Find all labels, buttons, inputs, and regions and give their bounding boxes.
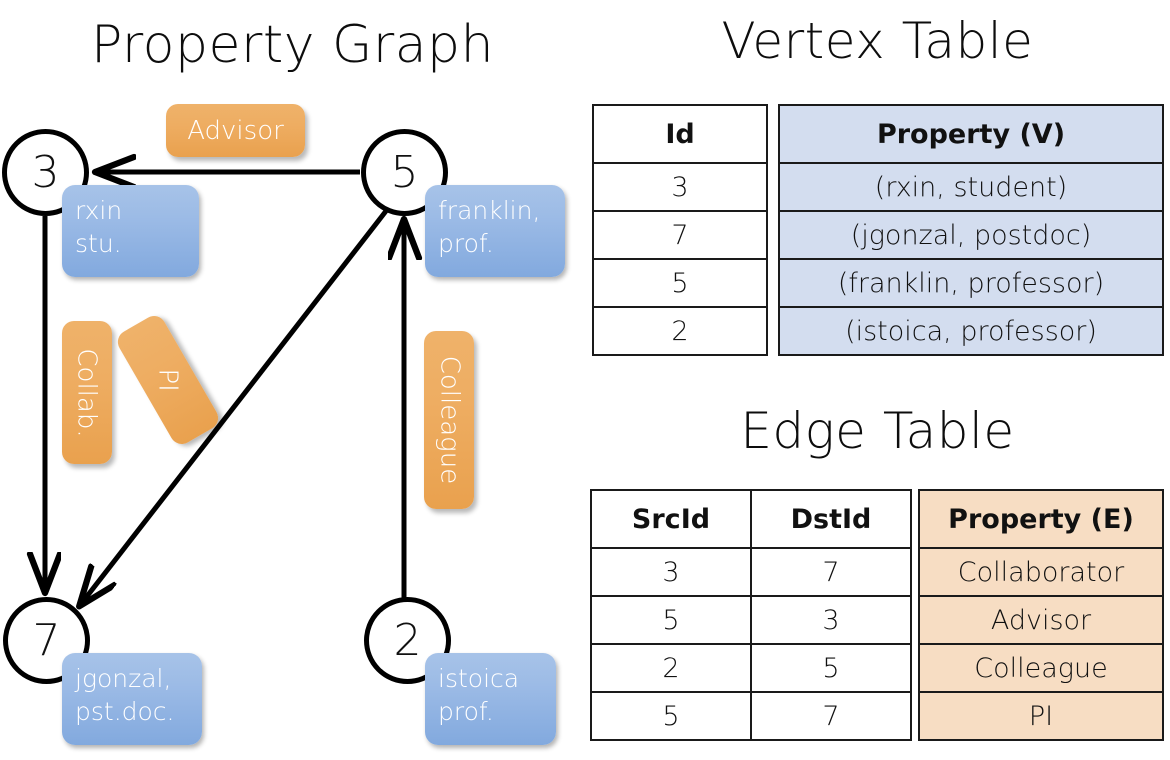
node-property-line-1: rxin — [75, 196, 123, 225]
table-row[interactable]: 2 — [592, 306, 768, 356]
node-property-line-1: franklin, — [438, 196, 541, 225]
edge-cell-dstid: 7 — [750, 691, 912, 741]
edge-cell-property: Collaborator — [918, 547, 1164, 597]
vertex-header-property: Property (V) — [778, 104, 1164, 164]
node-property-line-1: istoica — [438, 664, 520, 693]
node-property-line-2: prof. — [438, 697, 494, 726]
vertex-table-id-column: Id 3 7 5 2 — [592, 104, 768, 356]
node-property-box-5[interactable]: franklin, prof. — [425, 185, 565, 277]
table-row[interactable]: (franklin, professor) — [778, 258, 1164, 308]
table-row[interactable]: PI — [918, 691, 1164, 741]
edge-cell-srcid: 5 — [590, 691, 752, 741]
edge-header-srcid: SrcId — [590, 489, 752, 549]
vertex-cell-id: 2 — [592, 306, 768, 356]
edge-label-advisor[interactable]: Advisor — [166, 104, 305, 157]
graph-node-5[interactable]: 5 — [361, 129, 448, 216]
vertex-cell-property: (rxin, student) — [778, 162, 1164, 212]
edge-label-collab[interactable]: Collab. — [62, 321, 112, 464]
edge-label-text: Advisor — [187, 115, 284, 146]
edge-label-text: Collab. — [72, 347, 102, 438]
vertex-cell-id: 7 — [592, 210, 768, 260]
edge-cell-property: Colleague — [918, 643, 1164, 693]
edge-label-colleague[interactable]: Colleague — [424, 331, 474, 509]
table-row[interactable]: (istoica, professor) — [778, 306, 1164, 356]
graph-node-2[interactable]: 2 — [364, 597, 451, 684]
vertex-cell-id: 3 — [592, 162, 768, 212]
table-header-row: SrcId DstId — [590, 489, 912, 549]
table-row[interactable]: 3 7 — [590, 547, 912, 597]
graph-edges-svg — [0, 0, 585, 760]
edge-table-property-column: Property (E) Collaborator Advisor Collea… — [918, 489, 1164, 741]
edge-cell-dstid: 7 — [750, 547, 912, 597]
vertex-cell-id: 5 — [592, 258, 768, 308]
page-title-property-graph: Property Graph — [90, 15, 495, 75]
edge-cell-property: PI — [918, 691, 1164, 741]
table-row[interactable]: Colleague — [918, 643, 1164, 693]
edge-label-text: Colleague — [434, 355, 465, 485]
table-header-row: Id — [592, 104, 768, 164]
table-row[interactable]: 2 5 — [590, 643, 912, 693]
vertex-cell-property: (jgonzal, postdoc) — [778, 210, 1164, 260]
edge-cell-srcid: 3 — [590, 547, 752, 597]
edge-label-text: PI — [152, 368, 183, 392]
vertex-header-id: Id — [592, 104, 768, 164]
node-property-line-2: prof. — [438, 229, 494, 258]
table-row[interactable]: (rxin, student) — [778, 162, 1164, 212]
table-row[interactable]: 5 3 — [590, 595, 912, 645]
table-row[interactable]: 3 — [592, 162, 768, 212]
property-graph-diagram: 3 5 7 2 rxin stu. franklin, prof. jgonza… — [0, 0, 585, 760]
node-property-box-3[interactable]: rxin stu. — [62, 185, 199, 277]
page-title-vertex-table: Vertex Table — [721, 12, 1034, 70]
table-header-row: Property (V) — [778, 104, 1164, 164]
page-title-edge-table: Edge Table — [740, 402, 1015, 460]
vertex-cell-property: (franklin, professor) — [778, 258, 1164, 308]
vertex-table-property-column: Property (V) (rxin, student) (jgonzal, p… — [778, 104, 1164, 356]
table-row[interactable]: 5 — [592, 258, 768, 308]
node-property-line-2: pst.doc. — [75, 697, 175, 726]
vertex-cell-property: (istoica, professor) — [778, 306, 1164, 356]
edge-cell-srcid: 2 — [590, 643, 752, 693]
edge-cell-dstid: 5 — [750, 643, 912, 693]
node-property-box-2[interactable]: istoica prof. — [425, 653, 556, 745]
edge-cell-srcid: 5 — [590, 595, 752, 645]
table-row[interactable]: 5 7 — [590, 691, 912, 741]
edge-5-to-7 — [81, 209, 388, 604]
table-row[interactable]: Collaborator — [918, 547, 1164, 597]
table-row[interactable]: (jgonzal, postdoc) — [778, 210, 1164, 260]
edge-cell-property: Advisor — [918, 595, 1164, 645]
node-property-box-7[interactable]: jgonzal, pst.doc. — [62, 653, 202, 745]
table-header-row: Property (E) — [918, 489, 1164, 549]
edge-cell-dstid: 3 — [750, 595, 912, 645]
node-property-line-1: jgonzal, — [75, 664, 172, 693]
edge-header-dstid: DstId — [750, 489, 912, 549]
table-row[interactable]: Advisor — [918, 595, 1164, 645]
table-row[interactable]: 7 — [592, 210, 768, 260]
edge-header-property: Property (E) — [918, 489, 1164, 549]
edge-table-id-columns: SrcId DstId 3 7 5 3 2 5 5 7 — [590, 489, 912, 741]
node-property-line-2: stu. — [75, 229, 122, 258]
